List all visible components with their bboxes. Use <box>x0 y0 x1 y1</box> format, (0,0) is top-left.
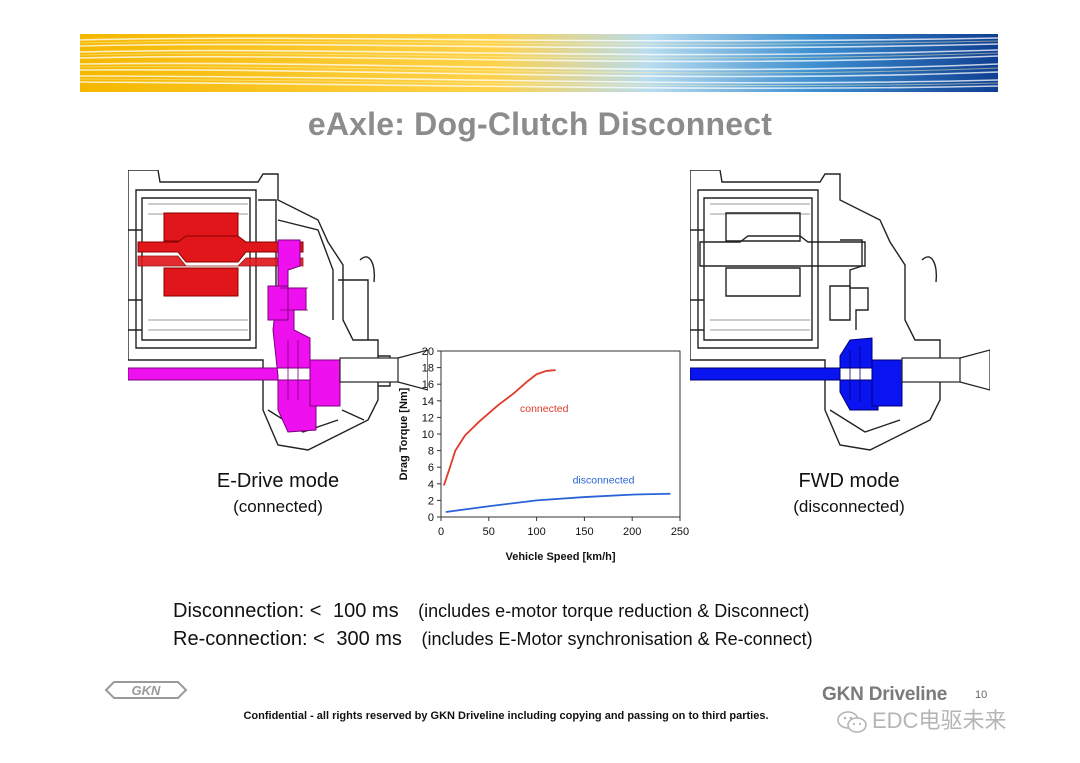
page-number: 10 <box>975 689 988 701</box>
disconnection-note: (includes e-motor torque reduction & Dis… <box>418 601 810 621</box>
watermark-text: EDC电驱未来 <box>872 708 1007 733</box>
y-tick-label: 12 <box>422 412 434 424</box>
header-banner <box>80 34 998 92</box>
gkn-logo-left: GKN <box>104 681 188 699</box>
y-tick-label: 16 <box>422 379 434 391</box>
chart-axes <box>437 350 681 521</box>
gkn-driveline-brand: GKN Driveline <box>822 684 948 705</box>
reconnection-note: (includes E-Motor synchronisation & Re-c… <box>421 629 813 649</box>
y-tick-label: 18 <box>422 363 434 375</box>
reconnection-value: 300 ms <box>336 628 402 650</box>
reconnection-time-line: Re-connection: < 300 ms (includes E-Moto… <box>173 628 813 651</box>
wechat-icon <box>837 711 867 733</box>
gkn-logo-text: GKN <box>132 683 162 698</box>
edrive-mode-title: E-Drive mode <box>216 470 340 492</box>
edrive-mode-subtitle: (connected) <box>233 497 323 516</box>
series-line-connected <box>443 369 556 486</box>
x-tick-label: 150 <box>575 526 593 538</box>
y-tick-label: 2 <box>428 495 434 507</box>
y-tick-label: 20 <box>422 346 434 358</box>
x-tick-label: 0 <box>438 526 444 538</box>
fwd-disconnected-diagram <box>690 170 990 451</box>
series-line-disconnected <box>445 492 671 513</box>
fwd-mode-title: FWD mode <box>798 470 900 492</box>
x-axis-label: Vehicle Speed [km/h] <box>505 551 615 563</box>
x-tick-label: 250 <box>671 526 689 538</box>
confidential-notice: Confidential - all rights reserved by GK… <box>243 710 769 722</box>
disconnection-label: Disconnection: < <box>173 600 322 622</box>
fwd-mode-subtitle: (disconnected) <box>793 497 905 516</box>
y-tick-label: 6 <box>428 462 434 474</box>
y-tick-label: 4 <box>428 479 434 491</box>
x-tick-label: 50 <box>483 526 495 538</box>
disconnection-time-line: Disconnection: < 100 ms (includes e-moto… <box>173 600 809 623</box>
x-tick-label: 200 <box>623 526 641 538</box>
y-tick-label: 0 <box>428 512 434 524</box>
series-label-disconnected: disconnected <box>573 474 635 486</box>
y-axis-label: Drag Torque [Nm] <box>398 387 410 480</box>
reconnection-label: Re-connection: < <box>173 628 325 650</box>
disconnection-value: 100 ms <box>332 600 399 622</box>
series-label-connected: connected <box>520 403 569 415</box>
y-tick-label: 8 <box>428 446 434 458</box>
chart-series <box>443 369 671 513</box>
edrive-connected-diagram <box>128 170 428 451</box>
y-tick-label: 14 <box>422 396 434 408</box>
watermark: EDC电驱未来 <box>836 703 1006 735</box>
x-tick-label: 100 <box>527 526 545 538</box>
slide-title: eAxle: Dog-Clutch Disconnect <box>307 106 773 142</box>
plot-area <box>440 350 681 518</box>
y-tick-label: 10 <box>422 429 434 441</box>
